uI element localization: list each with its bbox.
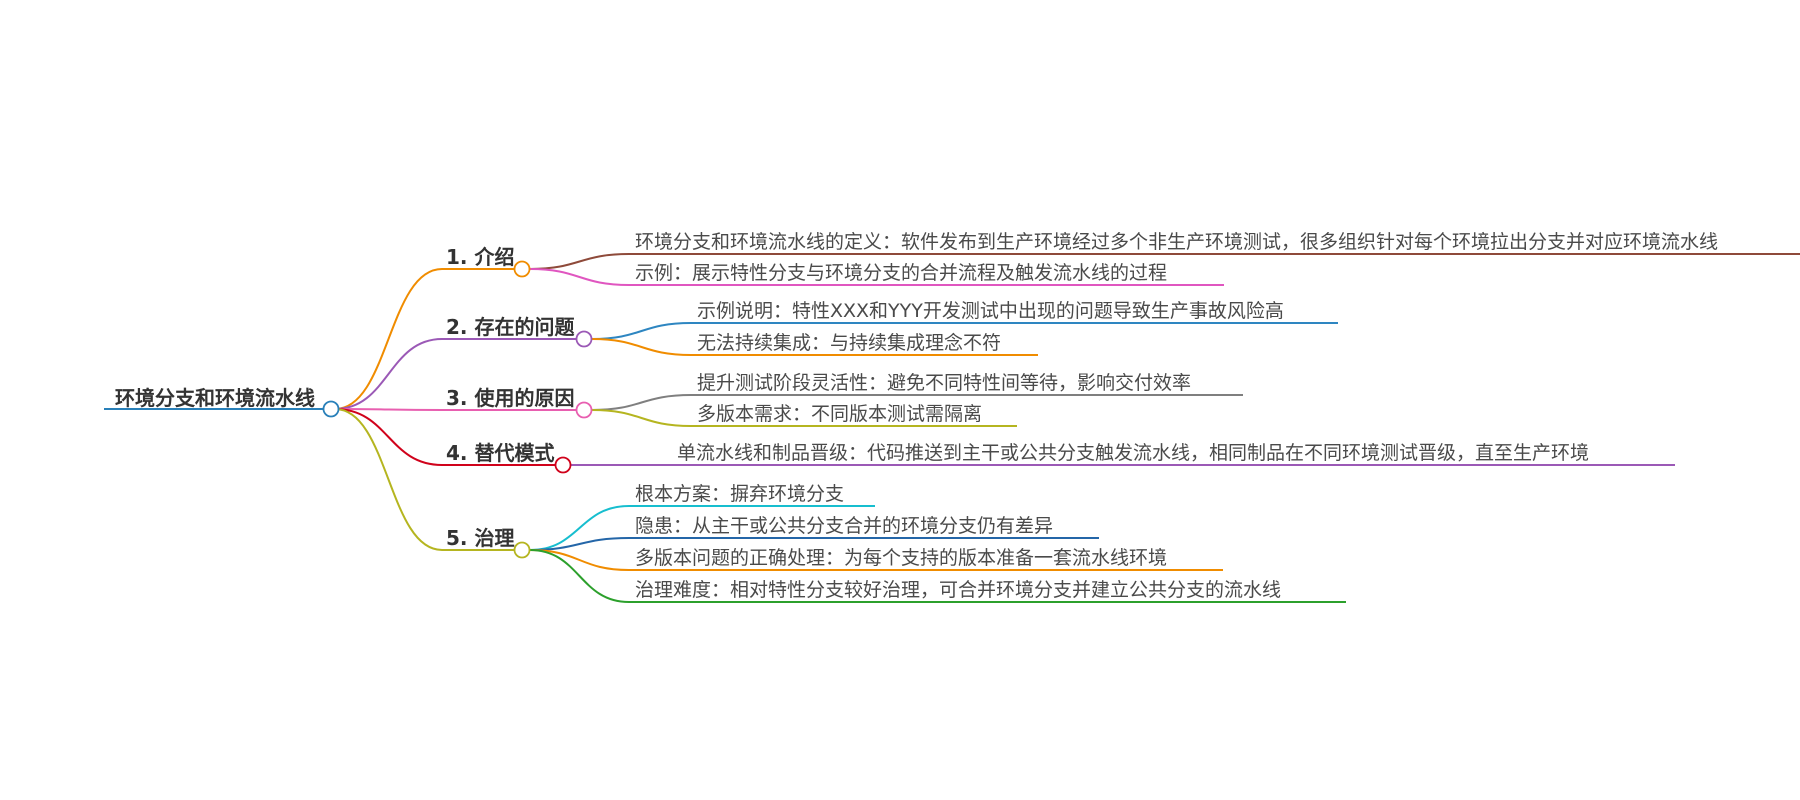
leaf-edge (591, 322, 692, 340)
leaf-edge (529, 537, 630, 551)
leaf-edge (591, 409, 692, 427)
underlines-layer (104, 253, 1800, 603)
leaf-topic[interactable]: 治理难度：相对特性分支较好治理，可合并环境分支并建立公共分支的流水线 (635, 579, 1281, 601)
branch-collapse-toggle[interactable] (575, 330, 593, 348)
root-collapse-toggle[interactable] (322, 400, 340, 418)
leaf-topic[interactable]: 示例说明：特性XXX和YYY开发测试中出现的问题导致生产事故风险高 (697, 300, 1284, 322)
leaf-edge (529, 268, 630, 286)
branch-collapse-toggle[interactable] (575, 401, 593, 419)
labels-layer: 环境分支和环境流水线 1. 介绍 环境分支和环境流水线的定义：软件发布到生产环境经… (115, 231, 1718, 601)
leaf-edge (591, 338, 692, 356)
branch-edge (334, 268, 443, 410)
leaf-edge (529, 549, 630, 571)
branch-topic[interactable]: 4. 替代模式 (446, 441, 554, 465)
branch-topic[interactable]: 5. 治理 (446, 526, 514, 550)
root-topic[interactable]: 环境分支和环境流水线 (115, 386, 315, 410)
leaf-topic[interactable]: 多版本问题的正确处理：为每个支持的版本准备一套流水线环境 (635, 547, 1167, 569)
leaf-topic[interactable]: 示例：展示特性分支与环境分支的合并流程及触发流水线的过程 (635, 262, 1167, 284)
leaf-topic[interactable]: 多版本需求：不同版本测试需隔离 (697, 403, 982, 425)
leaf-edge (529, 253, 630, 270)
branch-collapse-toggle[interactable] (513, 260, 531, 278)
branch-collapse-toggle[interactable] (513, 541, 531, 559)
leaf-topic[interactable]: 单流水线和制品晋级：代码推送到主干或公共分支触发流水线，相同制品在不同环境测试晋… (677, 442, 1589, 464)
branch-edge (334, 408, 443, 466)
edges-layer (334, 253, 692, 603)
branch-topic[interactable]: 2. 存在的问题 (446, 315, 575, 339)
branch-edge (334, 408, 443, 551)
nodes-layer (322, 260, 593, 559)
leaf-topic[interactable]: 提升测试阶段灵活性：避免不同特性间等待，影响交付效率 (697, 372, 1191, 394)
leaf-topic[interactable]: 环境分支和环境流水线的定义：软件发布到生产环境经过多个非生产环境测试，很多组织针… (635, 231, 1718, 253)
branch-topic[interactable]: 1. 介绍 (446, 245, 514, 269)
leaf-edge (591, 394, 692, 411)
leaf-edge (529, 505, 630, 551)
branch-edge (334, 338, 443, 410)
branch-edge (334, 408, 443, 411)
leaf-edge (529, 549, 630, 603)
leaf-topic[interactable]: 隐患：从主干或公共分支合并的环境分支仍有差异 (635, 515, 1053, 537)
leaf-topic[interactable]: 根本方案：摒弃环境分支 (635, 483, 844, 505)
branch-collapse-toggle[interactable] (554, 456, 572, 474)
branch-topic[interactable]: 3. 使用的原因 (446, 386, 574, 410)
leaf-topic[interactable]: 无法持续集成：与持续集成理念不符 (697, 331, 1001, 354)
